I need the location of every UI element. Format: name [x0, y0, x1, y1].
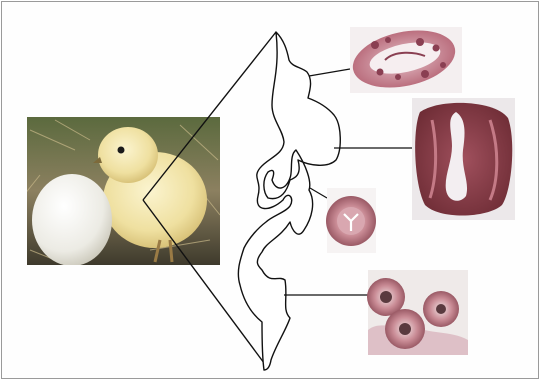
chick-photo — [20, 117, 220, 266]
micrograph-3 — [326, 188, 376, 253]
micrograph-1 — [348, 22, 462, 96]
micrograph-4 — [367, 270, 468, 355]
egg — [32, 174, 112, 266]
oviduct-outline — [238, 32, 340, 370]
micrograph-2 — [412, 98, 515, 220]
